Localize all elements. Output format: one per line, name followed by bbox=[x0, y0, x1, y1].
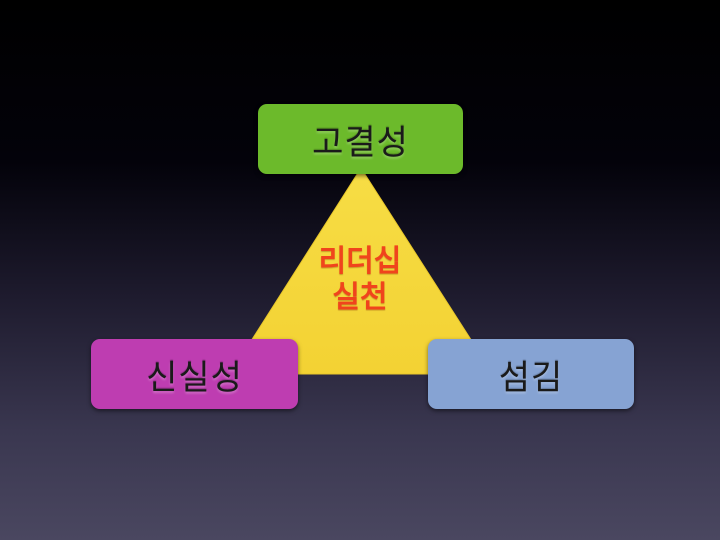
left-box-label: 신실성 bbox=[146, 357, 243, 398]
right-box-label: 섬김 bbox=[498, 357, 564, 398]
center-label-line1: 리더십 bbox=[318, 244, 402, 279]
left-box: 신실성 bbox=[91, 339, 298, 409]
top-box: 고결성 bbox=[258, 104, 463, 174]
center-label: 리더십 실천 bbox=[290, 244, 430, 316]
right-box: 섬김 bbox=[428, 339, 634, 409]
top-box-label: 고결성 bbox=[312, 122, 409, 163]
center-label-line2: 실천 bbox=[332, 280, 388, 315]
triangle-shape bbox=[229, 167, 494, 375]
